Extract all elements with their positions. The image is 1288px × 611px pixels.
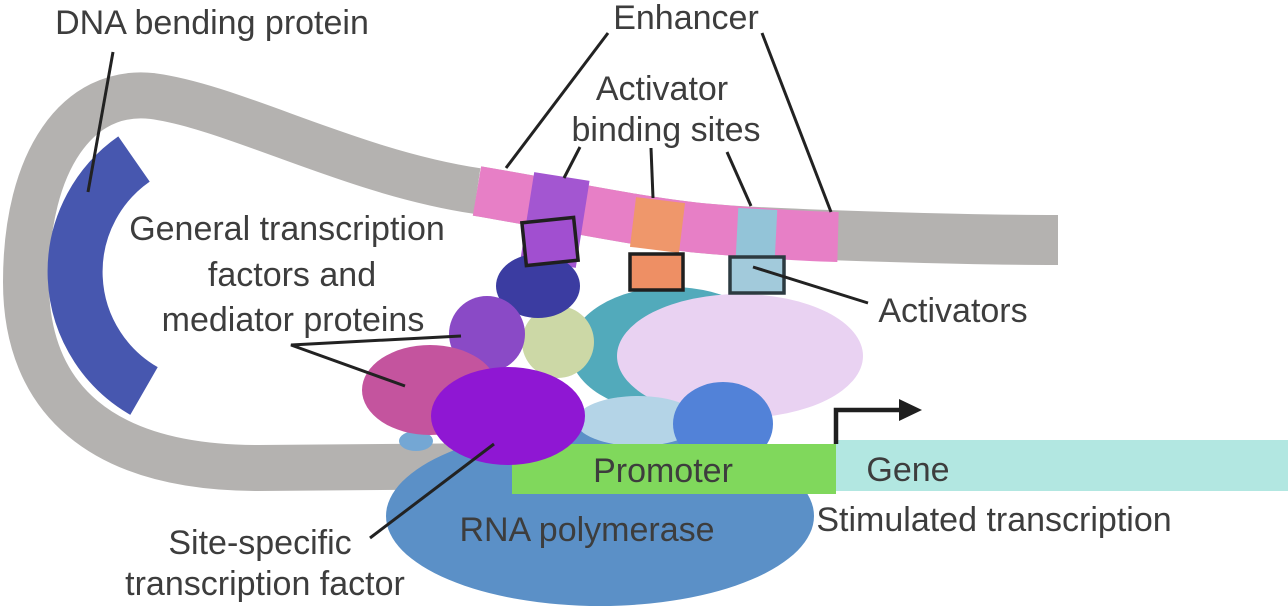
dna-bending-protein-line [86,51,115,193]
lavender-mediator-blob [617,294,863,418]
mediator-fork-lines [290,334,462,388]
label-activator-binding-sites-2: binding sites [571,111,760,149]
label-dna-bending-protein: DNA bending protein [55,4,369,42]
label-stimulated-transcription: Stimulated transcription [816,501,1171,539]
label-enhancer: Enhancer [613,0,759,37]
label-site-specific-1: Site-specific [168,524,351,562]
site-specific-tf-blob [431,367,585,465]
front-factors [362,254,585,465]
small-blue-blob [399,431,433,451]
pointer-lines [86,32,869,540]
label-site-specific-2: transcription factor [125,565,405,603]
label-activators: Activators [878,292,1027,330]
arrow-shaft [833,407,901,444]
binding-site-blue [735,208,778,260]
transcription-start-arrow [833,399,922,444]
site-specific-line [369,442,495,540]
activator-orange-square [628,252,685,292]
label-general-tf-3: mediator proteins [162,301,425,339]
binding-site-line-purple [562,146,582,179]
labels: DNA bending protein Enhancer Activator b… [55,0,1172,603]
navy-factor-blob [496,254,580,318]
activators-line [752,265,869,305]
gene-region [836,440,1288,491]
enhancer-left-line [504,32,610,169]
binding-site-line-blue [725,151,753,207]
activator-purple-square [519,215,581,268]
activator-squares [519,215,786,295]
label-promoter: Promoter [593,452,733,490]
label-gene: Gene [866,451,949,489]
enhancer-right-line [760,32,833,213]
arrow-head [899,399,922,421]
label-rna-polymerase: RNA polymerase [459,511,714,549]
label-general-tf-2: factors and [208,256,376,294]
khaki-factor-blob [522,306,594,378]
binding-site-orange [629,197,686,253]
label-general-tf-1: General transcription [129,210,445,248]
dna-loop [2,72,515,492]
dna-bending-protein-arc [47,136,159,415]
lightblue-factor-blob [576,396,700,446]
binding-site-line-orange [649,147,655,199]
promoter-region [512,444,836,494]
label-activator-binding-sites-1: Activator [596,70,728,108]
gene-regions [512,440,1288,494]
